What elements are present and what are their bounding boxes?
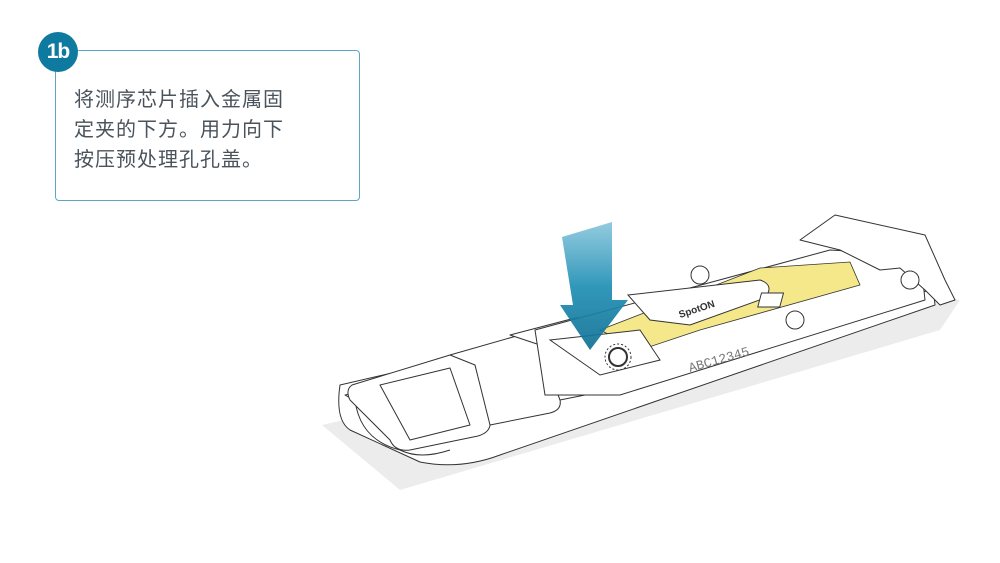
step-badge: 1b <box>38 32 78 72</box>
instruction-line: 定夹的下方。用力向下 <box>74 117 284 141</box>
qr-code <box>757 292 785 308</box>
instruction-line: 将测序芯片插入金属固 <box>74 87 284 111</box>
spoton-latch: SpotON <box>626 279 770 326</box>
instruction-callout <box>55 50 360 201</box>
screws <box>690 265 920 330</box>
screw-icon <box>785 310 805 330</box>
screw-icon <box>900 270 920 290</box>
instruction-line: 按压预处理孔孔盖。 <box>74 147 263 171</box>
press-down-arrow-icon <box>560 222 628 350</box>
screw-icon <box>690 265 710 285</box>
instruction-text: 将测序芯片插入金属固 定夹的下方。用力向下 按压预处理孔孔盖。 <box>74 84 344 174</box>
priming-port-cover <box>548 329 661 376</box>
